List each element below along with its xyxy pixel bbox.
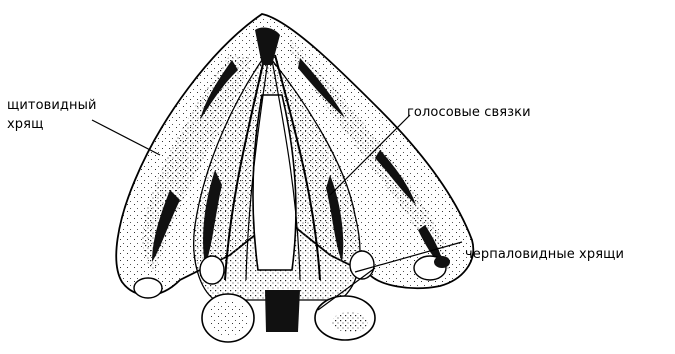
label-thyroid-cartilage: щитовидный хрящ xyxy=(7,96,97,134)
label-thyroid-line1: щитовидный xyxy=(7,96,97,115)
leader-thyroid xyxy=(92,120,160,155)
label-arytenoid-cartilages: черпаловидные хрящи xyxy=(465,245,624,264)
label-vocal-cords: голосовые связки xyxy=(407,103,531,122)
label-thyroid-line2: хрящ xyxy=(7,115,97,134)
